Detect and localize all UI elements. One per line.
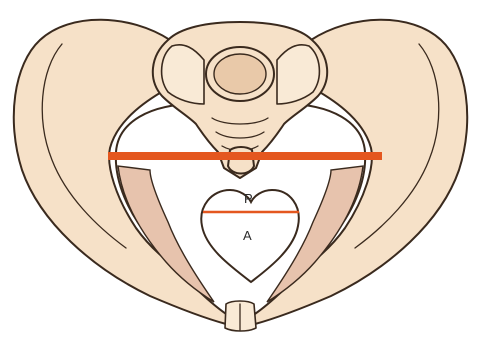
vertebral-body-inner [214,54,266,94]
coccyx [228,147,254,174]
label-anterior: A [243,228,252,243]
label-posterior: P [244,191,253,206]
